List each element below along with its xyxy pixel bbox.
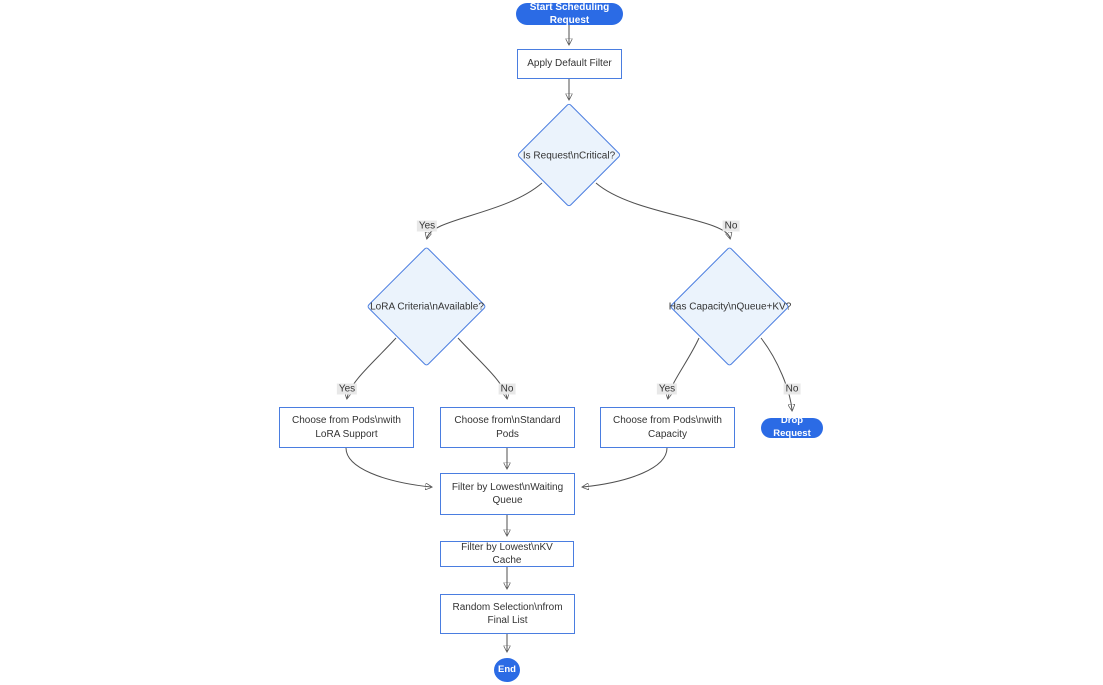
node-has-capacity-label: Has Capacity\nQueue+KV? [668,301,792,313]
node-choose-standard-pods: Choose from\nStandard Pods [440,407,575,448]
node-random-selection-label: Random Selection\nfrom Final List [452,601,563,627]
edge-label-critical-no: No [722,220,740,232]
node-start: Start Scheduling Request [516,1,623,27]
node-lora-criteria-label: LoRA Criteria\nAvailable? [370,301,484,313]
node-filter-kv-cache: Filter by Lowest\nKV Cache [440,541,574,567]
node-filter-kv-cache-label: Filter by Lowest\nKV Cache [461,541,553,567]
edge-capacity-no-drop [760,337,792,410]
node-filter-waiting-queue: Filter by Lowest\nWaiting Queue [440,473,575,515]
node-choose-standard-pods-label: Choose from\nStandard Pods [454,415,561,440]
node-end: End [494,658,520,682]
node-drop-request: Drop Request [761,415,823,439]
node-apply-filter: Apply Default Filter [517,49,622,79]
node-filter-waiting-queue-label: Filter by Lowest\nWaiting Queue [451,481,564,507]
node-choose-capacity-pods: Choose from Pods\nwith Capacity [600,407,735,448]
node-choose-lora-pods: Choose from Pods\nwith LoRA Support [279,407,414,448]
node-choose-capacity-pods-label: Choose from Pods\nwith Capacity [613,415,722,440]
node-start-label: Start Scheduling Request [529,1,610,27]
node-end-label: End [498,663,516,675]
node-drop-request-label: Drop Request [773,415,811,439]
edge-label-critical-yes: Yes [416,220,438,232]
node-random-selection: Random Selection\nfrom Final List [440,594,575,634]
edge-label-lora-no: No [498,383,516,395]
edge-label-capacity-no: No [783,383,801,395]
edge-label-capacity-yes: Yes [656,383,678,395]
edge-label-lora-yes: Yes [336,383,358,395]
edge-choosecapacity-filterqueue [583,447,668,487]
node-is-critical-label: Is Request\nCritical? [522,150,616,162]
edge-chooselora-filterqueue [345,447,431,487]
node-choose-lora-pods-label: Choose from Pods\nwith LoRA Support [292,415,401,440]
node-apply-filter-label: Apply Default Filter [527,58,612,70]
edge-critical-no-capacity [595,182,730,238]
edge-critical-yes-lora [427,182,543,238]
